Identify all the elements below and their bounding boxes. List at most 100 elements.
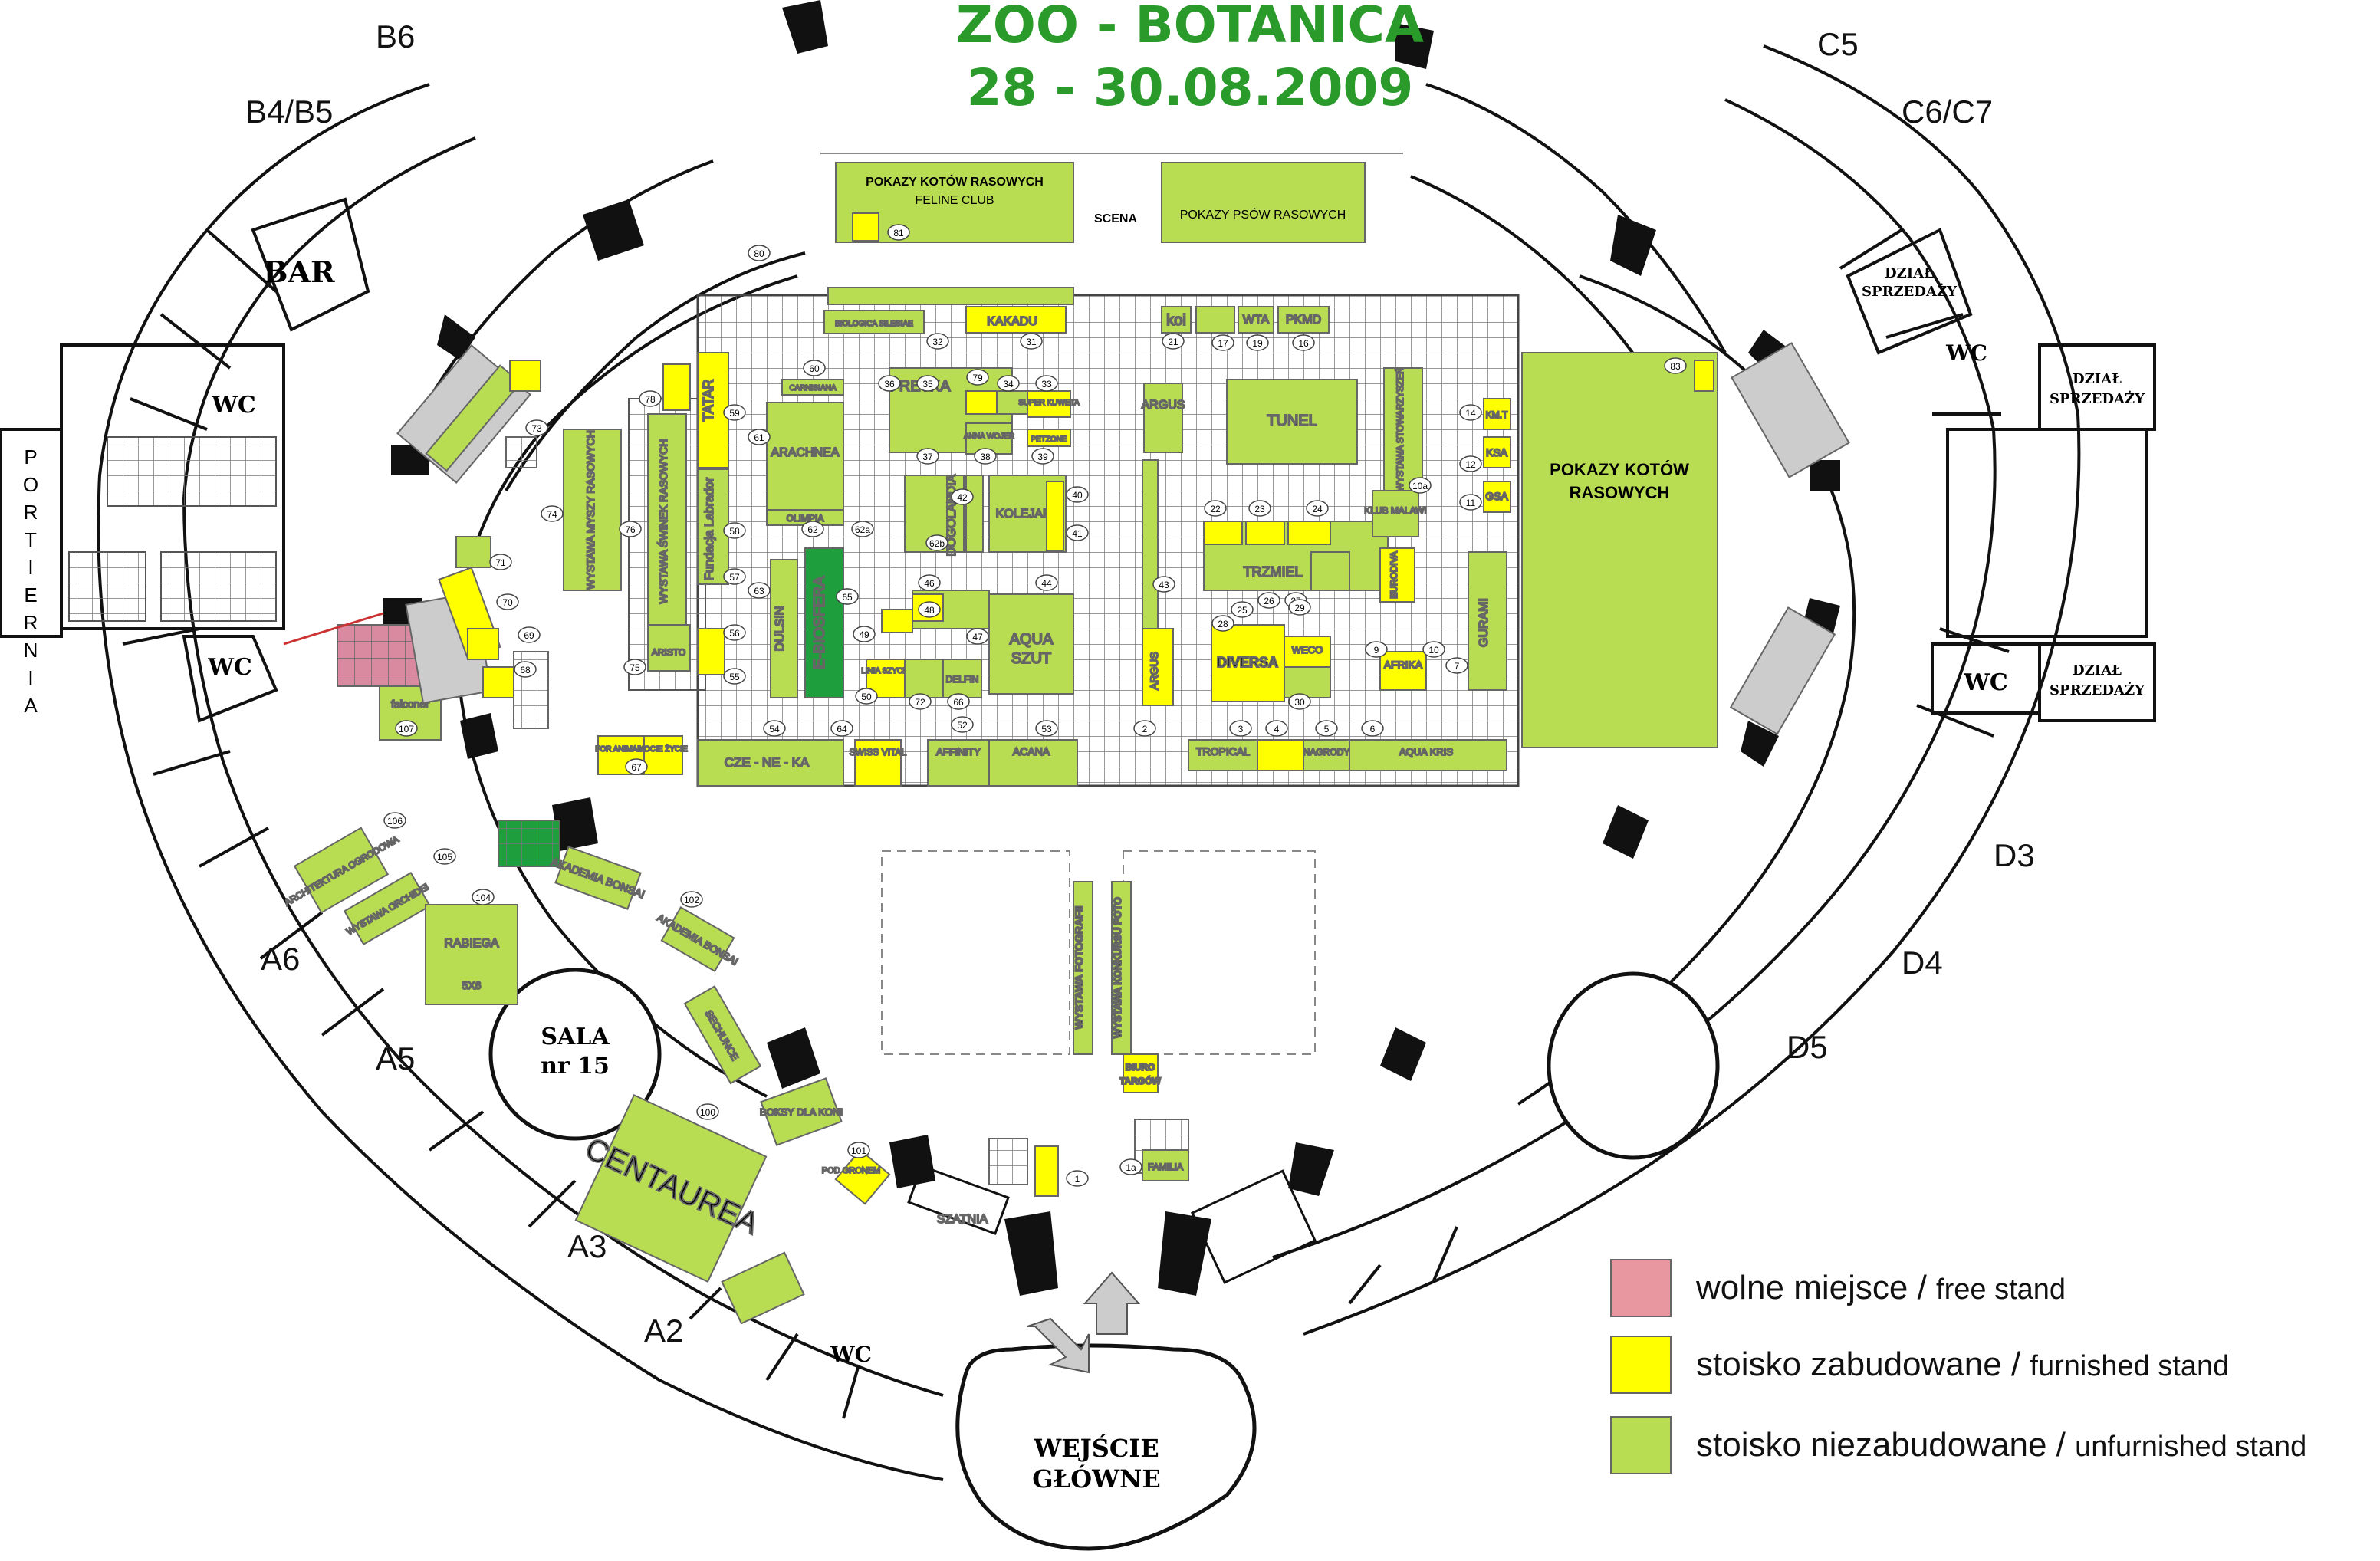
stand-number: 59 <box>723 404 746 421</box>
stand-number-label: 73 <box>531 423 542 434</box>
stand-number: 22 <box>1204 500 1227 517</box>
right-circle-room <box>1547 971 1720 1160</box>
stand-number-label: 69 <box>524 630 534 641</box>
stand-number-label: 66 <box>953 697 964 708</box>
svg-text:BIOLOGICA SILESIAE: BIOLOGICA SILESIAE <box>835 320 913 328</box>
svg-text:ACANA: ACANA <box>1013 745 1050 757</box>
svg-text:KM.T: KM.T <box>1486 409 1508 420</box>
svg-text:POD GRONEM: POD GRONEM <box>822 1166 880 1175</box>
stands-inner-left: falconer <box>283 343 549 741</box>
bar-label: BAR <box>263 255 335 289</box>
stand-number-label: 60 <box>809 363 820 374</box>
dzial-sprzedazy-top: DZIAŁ SPRZEDAŻY WC <box>1846 228 1987 366</box>
stand-number-label: 17 <box>1218 338 1228 349</box>
stand-number: 102 <box>680 891 703 908</box>
stand-number-label: 11 <box>1466 498 1476 508</box>
gate-a6: A6 <box>261 941 300 977</box>
stand-number: 1a <box>1119 1158 1142 1175</box>
stand-number: 64 <box>830 720 853 737</box>
stand-number: 55 <box>723 668 746 685</box>
stand-number: 19 <box>1246 334 1269 351</box>
stand-number-label: 9 <box>1374 645 1379 656</box>
stand-number-label: 38 <box>980 452 991 462</box>
stand-number: 23 <box>1248 500 1271 517</box>
gate-a5: A5 <box>376 1040 415 1076</box>
svg-text:CARNISIANA: CARNISIANA <box>789 384 836 393</box>
stand-number: 4 <box>1265 720 1288 737</box>
stand-number-label: 105 <box>437 852 452 863</box>
stand-number: 81 <box>887 224 910 241</box>
svg-text:E-BIOSFERA: E-BIOSFERA <box>811 576 828 669</box>
wc-label: WC <box>211 392 256 419</box>
svg-text:BIURO: BIURO <box>1126 1062 1155 1073</box>
dzial-sprzedazy-low: WC DZIAŁ SPRZEDAŻY <box>1931 642 2156 722</box>
stand-number: 25 <box>1231 601 1254 618</box>
stand-number: 44 <box>1035 574 1058 591</box>
stand-number: 101 <box>847 1142 870 1158</box>
stand-number: 30 <box>1288 693 1311 710</box>
svg-text:KAKADU: KAKADU <box>987 315 1037 328</box>
stand-number-label: 71 <box>495 557 506 568</box>
stand-number: 38 <box>974 448 997 465</box>
photo-exhibition: WYSTAWA FOTOGRAFII WYSTAWA KONKURSU FOTO… <box>881 850 1317 1284</box>
gate-labels: B6 B4/B5 C5 C6/C7 D3 D4 D5 A6 A5 A3 A2 <box>245 18 2035 1349</box>
stand-number-label: 5 <box>1324 724 1330 734</box>
svg-text:WYSTAWA STOWARZYSZEŃ: WYSTAWA STOWARZYSZEŃ <box>1394 367 1405 491</box>
stand-number-label: 1a <box>1126 1162 1136 1173</box>
wc-label: WC <box>207 654 252 681</box>
svg-text:SALA: SALA <box>541 1024 610 1050</box>
svg-text:WYSTAWA KONKURSU FOTO: WYSTAWA KONKURSU FOTO <box>1112 897 1123 1038</box>
svg-text:SWISS VITAL: SWISS VITAL <box>850 747 907 757</box>
stand-number-label: 65 <box>842 592 853 603</box>
svg-text:TARGÓW: TARGÓW <box>1119 1075 1161 1086</box>
svg-text:RASOWYCH: RASOWYCH <box>1570 483 1670 502</box>
stand-number: 42 <box>951 488 974 505</box>
stand-number-label: 36 <box>884 379 895 389</box>
stand-number-label: 56 <box>729 628 740 639</box>
svg-text:DZIAŁ: DZIAŁ <box>2073 662 2122 679</box>
stand-number: 52 <box>951 716 974 733</box>
svg-text:WYSTAWA ŚWINEK RASOWYCH: WYSTAWA ŚWINEK RASOWYCH <box>656 439 669 604</box>
stand-number: 50 <box>855 688 878 705</box>
svg-text:AQUA: AQUA <box>1010 631 1054 648</box>
gate-a3: A3 <box>567 1228 607 1264</box>
stand-number: 63 <box>748 582 771 599</box>
svg-text:FELINE CLUB: FELINE CLUB <box>915 194 994 207</box>
stand-number-label: 54 <box>769 724 780 734</box>
stand-number: 41 <box>1066 524 1089 541</box>
stand-number: 79 <box>966 369 989 386</box>
stand-number-label: 81 <box>893 228 904 238</box>
stand-number: 106 <box>383 812 406 829</box>
stand-number: 11 <box>1459 494 1482 511</box>
svg-text:ARGUS: ARGUS <box>1142 399 1185 412</box>
stand-number: 3 <box>1229 720 1252 737</box>
stand-number-label: 33 <box>1041 379 1052 389</box>
stand-number-label: 72 <box>915 697 925 708</box>
stand-number: 62b <box>925 534 948 551</box>
stand-number: 34 <box>997 375 1020 392</box>
stand-number-label: 1 <box>1075 1174 1080 1185</box>
stand-number: 66 <box>947 693 970 710</box>
stand-number-label: 57 <box>729 572 740 583</box>
stand-number-label: 22 <box>1210 504 1221 514</box>
gate-b6: B6 <box>376 18 415 54</box>
svg-text:GŁÓWNE: GŁÓWNE <box>1032 1464 1161 1494</box>
stand-number: 70 <box>496 593 519 610</box>
stand-number-label: 102 <box>684 895 699 905</box>
svg-text:KOCIE ŻYCIE: KOCIE ŻYCIE <box>639 744 688 754</box>
inner-right-box <box>1729 606 1836 735</box>
stand-number: 71 <box>489 554 512 570</box>
stand-number-label: 74 <box>547 509 557 520</box>
stand-number-label: 52 <box>957 720 968 731</box>
svg-text:nr 15: nr 15 <box>541 1053 610 1080</box>
svg-text:falconer: falconer <box>391 698 429 710</box>
legend-free: wolne miejsce / free stand <box>1610 1257 2066 1319</box>
stand-number-label: 34 <box>1003 379 1014 389</box>
svg-text:FOR ANIMALS: FOR ANIMALS <box>595 745 647 754</box>
stand-number: 12 <box>1459 455 1482 472</box>
svg-text:WC: WC <box>1963 669 2008 696</box>
svg-text:SPRZEDAŻY: SPRZEDAŻY <box>1862 282 1958 300</box>
stand-number-label: 55 <box>729 672 740 682</box>
scena-label: SCENA <box>1094 212 1137 225</box>
stand-number-label: 4 <box>1274 724 1280 734</box>
